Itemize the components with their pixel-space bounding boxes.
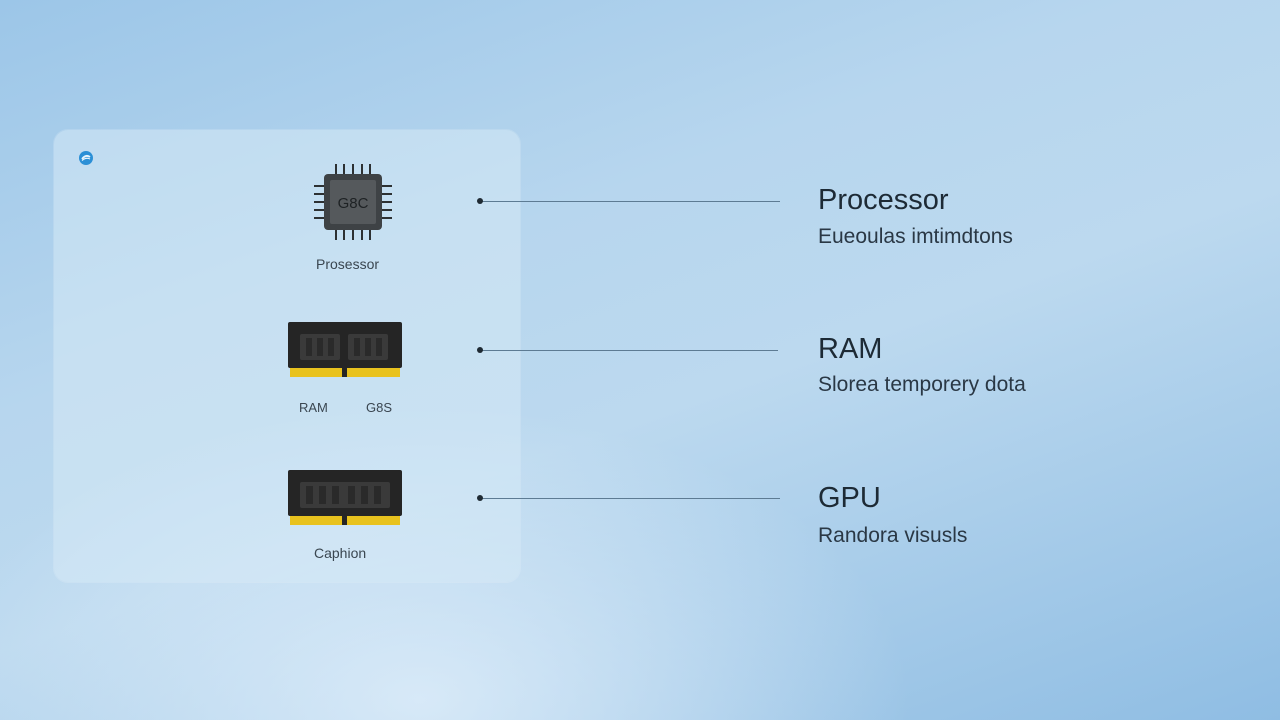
connector-dot-ram (477, 347, 483, 353)
cpu-chip-icon: G8C (314, 164, 392, 240)
processor-caption: Prosessor (316, 256, 380, 272)
chip-marking: G8C (338, 195, 369, 212)
processor-description: Eueoulas imtimdtons (818, 225, 1013, 248)
gpu-title: GPU (818, 482, 881, 514)
ram-title: RAM (818, 333, 883, 365)
gpu-description: Randora visusls (818, 524, 968, 547)
brand-logo-icon (79, 151, 93, 165)
connector-line-gpu (482, 498, 780, 499)
connector-line-ram (482, 350, 778, 351)
graphics-card-icon (288, 470, 402, 525)
connector-dot-gpu (477, 495, 483, 501)
processor-title: Processor (818, 184, 949, 216)
gpu-caption: Caphion (314, 545, 367, 561)
connector-dot-processor (477, 198, 483, 204)
ram-secondary-caption: G8S (366, 400, 393, 415)
ram-caption: RAM (299, 400, 328, 415)
ram-description: Slorea temporery dota (818, 373, 1026, 396)
ram-module-icon (288, 322, 402, 377)
component-panel (54, 130, 520, 582)
connector-line-processor (482, 201, 780, 202)
